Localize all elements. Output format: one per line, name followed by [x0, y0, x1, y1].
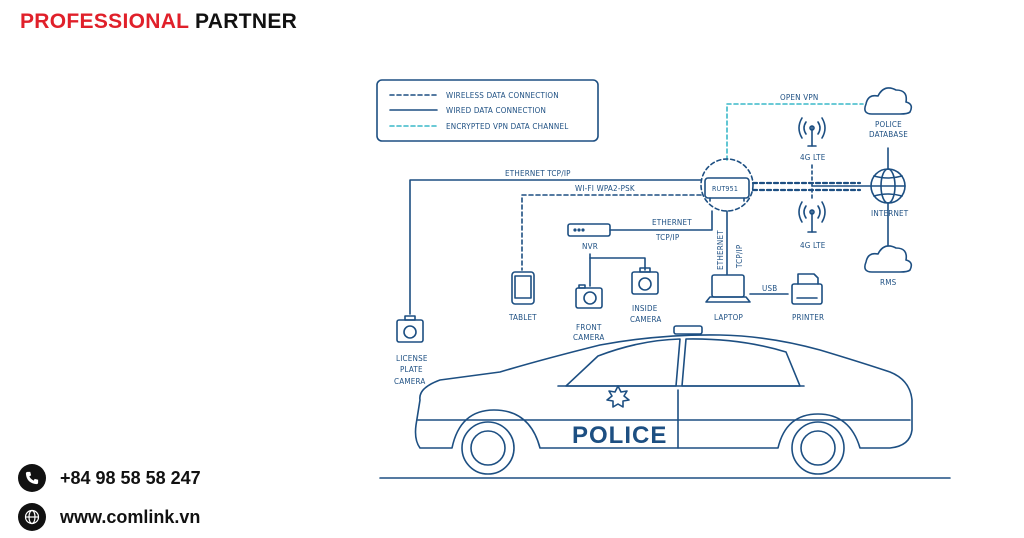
globe-network-icon [870, 168, 906, 204]
police-db-label-2: DATABASE [869, 130, 908, 139]
camera-icon [396, 315, 424, 343]
ethernet-tcpip-label: ETHERNET TCP/IP [505, 169, 571, 178]
legend-vpn-label: ENCRYPTED VPN DATA CHANNEL [446, 122, 568, 131]
rms-label: RMS [880, 278, 897, 287]
lp-cam-label-1: LICENSE [396, 354, 428, 363]
front-cam-label-1: FRONT [576, 323, 602, 332]
router-label: RUT951 [712, 185, 738, 193]
printer-label: PRINTER [792, 313, 824, 322]
website-link[interactable]: www.comlink.vn [60, 506, 201, 527]
tablet-icon [511, 271, 535, 305]
inside-cam-label-2: CAMERA [630, 315, 662, 324]
phone-contact: +84 98 58 58 247 [18, 464, 201, 492]
lte-bottom-label: 4G LTE [800, 241, 826, 250]
globe-icon [18, 503, 46, 531]
printer-icon [791, 273, 823, 305]
lte-top-label: 4G LTE [800, 153, 826, 162]
ethernet-nvr-line [609, 210, 713, 231]
car-police-label: POLICE [572, 422, 667, 449]
brand-word-professional: PROFESSIONAL [20, 10, 189, 33]
camera-icon [575, 284, 603, 309]
open-vpn-line [726, 103, 864, 161]
phone-number[interactable]: +84 98 58 58 247 [60, 467, 201, 488]
brand-title: PROFESSIONAL PARTNER [20, 10, 297, 34]
internet-label: INTERNET [871, 209, 909, 218]
star-badge-icon [606, 385, 630, 408]
open-vpn-label: OPEN VPN [780, 93, 818, 102]
wifi-tablet-line [521, 194, 702, 271]
nvr-label: NVR [582, 242, 598, 251]
camera-icon [631, 267, 659, 295]
router-halo [700, 158, 754, 212]
police-db-label-1: POLICE [875, 120, 902, 129]
laptop-ethernet-label: ETHERNET [716, 230, 725, 270]
website-contact: www.comlink.vn [18, 503, 200, 531]
inside-cam-label-1: INSIDE [632, 304, 658, 313]
ethernet-lp-camera-line [409, 179, 702, 315]
brand-word-partner: PARTNER [195, 10, 298, 33]
usb-label: USB [762, 284, 777, 293]
router-icon [704, 177, 750, 199]
laptop-icon [705, 274, 751, 303]
nvr-icon [567, 223, 611, 237]
legend-wireless-label: WIRELESS DATA CONNECTION [446, 91, 559, 100]
legend-wired-label: WIRED DATA CONNECTION [446, 106, 546, 115]
nvr-tcpip-label: TCP/IP [655, 233, 680, 242]
cloud-icon [864, 87, 913, 115]
laptop-tcpip-label: TCP/IP [735, 244, 744, 269]
nvr-ethernet-label: ETHERNET [652, 218, 692, 227]
legend-box [376, 79, 599, 142]
cloud-icon [864, 245, 913, 273]
nvr-inside-cam-line [589, 257, 646, 271]
lp-cam-label-3: CAMERA [394, 377, 426, 386]
antenna-icon [798, 117, 826, 147]
phone-icon [18, 464, 46, 492]
laptop-label: LAPTOP [714, 313, 744, 322]
lp-cam-label-2: PLATE [400, 365, 423, 374]
tablet-label: TABLET [508, 313, 537, 322]
antenna-icon [798, 201, 826, 233]
wifi-label: WI-FI WPA2-PSK [575, 184, 635, 193]
front-cam-label-2: CAMERA [573, 333, 605, 342]
police-car [379, 325, 951, 479]
